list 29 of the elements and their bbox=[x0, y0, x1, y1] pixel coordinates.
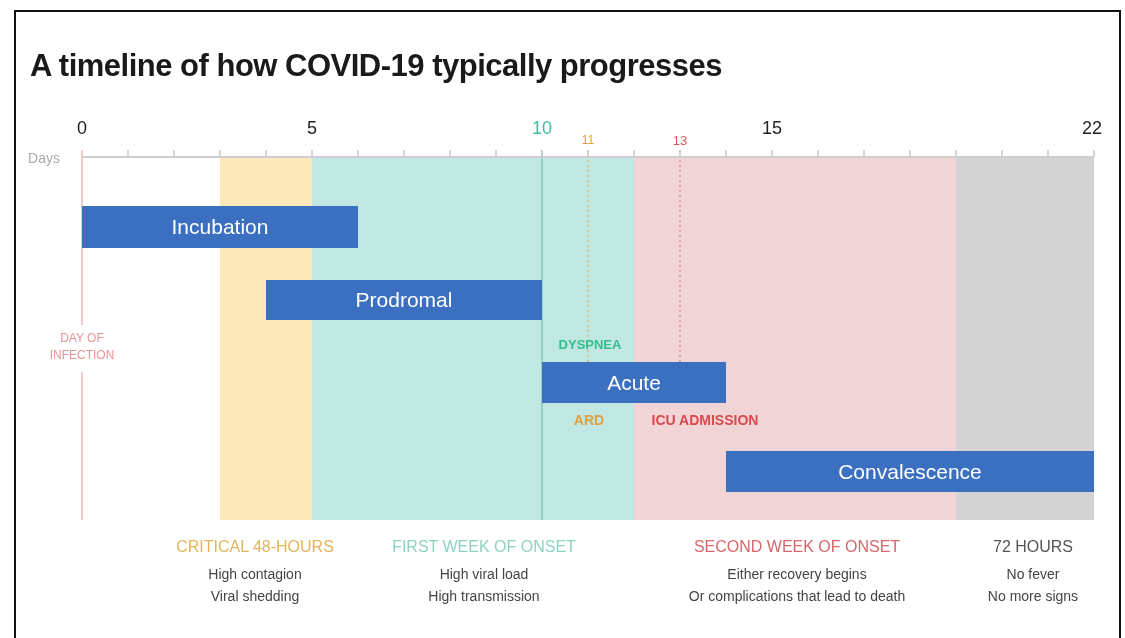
tick-label: 11 bbox=[581, 133, 595, 147]
axis-label: Days bbox=[28, 150, 60, 166]
tick-label: 5 bbox=[307, 118, 317, 139]
band-heading: FIRST WEEK OF ONSET bbox=[392, 538, 576, 556]
band-description: Either recovery begins bbox=[727, 566, 867, 582]
phase-bar: Convalescence bbox=[726, 451, 1094, 492]
band-description: High contagion bbox=[208, 566, 302, 582]
event-label: ICU ADMISSION bbox=[651, 412, 759, 428]
band-description: High transmission bbox=[428, 588, 540, 604]
band-description: No fever bbox=[1006, 566, 1060, 582]
band-heading: SECOND WEEK OF ONSET bbox=[693, 538, 901, 556]
tick-label: 15 bbox=[762, 118, 782, 139]
event-label: DAY OF INFECTION bbox=[48, 330, 116, 364]
tick-label: 10 bbox=[532, 118, 552, 139]
phase-bar: Prodromal bbox=[266, 280, 542, 320]
title: A timeline of how COVID-19 typically progresses bbox=[30, 48, 722, 84]
event-label: DYSPNEA bbox=[558, 337, 622, 352]
band-description: Or complications that lead to death bbox=[688, 588, 906, 604]
band-heading: CRITICAL 48-HOURS bbox=[176, 538, 334, 556]
tick-label: 13 bbox=[672, 133, 688, 148]
phase-bar: Incubation bbox=[82, 206, 358, 248]
band-description: No more signs bbox=[987, 588, 1079, 604]
tick-label: 0 bbox=[77, 118, 87, 139]
event-label: ARD bbox=[573, 412, 605, 428]
phase-bar: Acute bbox=[542, 362, 726, 403]
band-description: High viral load bbox=[439, 566, 529, 582]
tick-label: 22 bbox=[1082, 118, 1102, 139]
band-description: Viral shedding bbox=[210, 588, 300, 604]
band-heading: 72 HOURS bbox=[993, 538, 1073, 556]
